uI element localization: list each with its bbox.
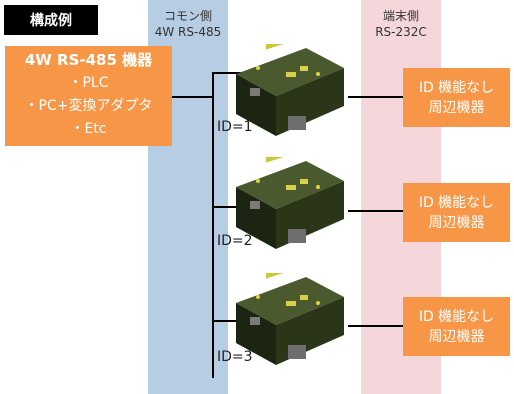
peripheral-label-line2: 周辺機器 (428, 214, 485, 231)
peripheral-label-line2: 周辺機器 (428, 328, 485, 345)
master-device-box: 4W RS-485 機器 ・PLC ・PC+変換アダプタ ・Etc (5, 46, 172, 146)
id-label-3: ID=3 (217, 349, 253, 365)
master-to-bus-wire (172, 96, 213, 98)
device-3-to-peripheral-wire (348, 325, 403, 327)
master-device-title: 4W RS-485 機器 (24, 51, 153, 69)
terminal-side-label-line2: RS-232C (375, 25, 427, 39)
master-device-item: ・PLC (68, 75, 109, 91)
converter-device-1 (236, 44, 344, 136)
diagram-title: 構成例 (4, 5, 98, 35)
converter-device-2 (236, 157, 344, 249)
master-device-item: ・PC+変換アダプタ (24, 98, 153, 114)
id-label-1: ID=1 (217, 119, 253, 135)
master-device-item: ・Etc (70, 121, 107, 137)
bus-to-device-2-wire (212, 206, 242, 208)
common-side-label-line1: コモン側 (163, 9, 212, 23)
device-1-to-peripheral-wire (348, 96, 403, 98)
peripheral-box-2: ID 機能なし 周辺機器 (403, 183, 510, 242)
common-side-label-line2: 4W RS-485 (154, 25, 222, 39)
terminal-side-label: 端末側 RS-232C (361, 8, 441, 40)
peripheral-label-line2: 周辺機器 (428, 99, 485, 116)
id-label-2: ID=2 (217, 233, 253, 249)
device-2-to-peripheral-wire (348, 210, 403, 212)
peripheral-box-3: ID 機能なし 周辺機器 (403, 297, 510, 356)
common-side-label: コモン側 4W RS-485 (148, 8, 228, 40)
peripheral-label-line1: ID 機能なし (418, 308, 495, 325)
peripheral-label-line1: ID 機能なし (418, 79, 495, 96)
peripheral-label-line1: ID 機能なし (418, 194, 495, 211)
bus-to-device-3-wire (212, 320, 242, 322)
bus-vertical-line (212, 72, 214, 378)
peripheral-box-1: ID 機能なし 周辺機器 (403, 68, 510, 127)
converter-device-3 (236, 273, 344, 365)
terminal-side-label-line1: 端末側 (382, 9, 419, 23)
bus-to-device-1-wire (212, 72, 242, 74)
